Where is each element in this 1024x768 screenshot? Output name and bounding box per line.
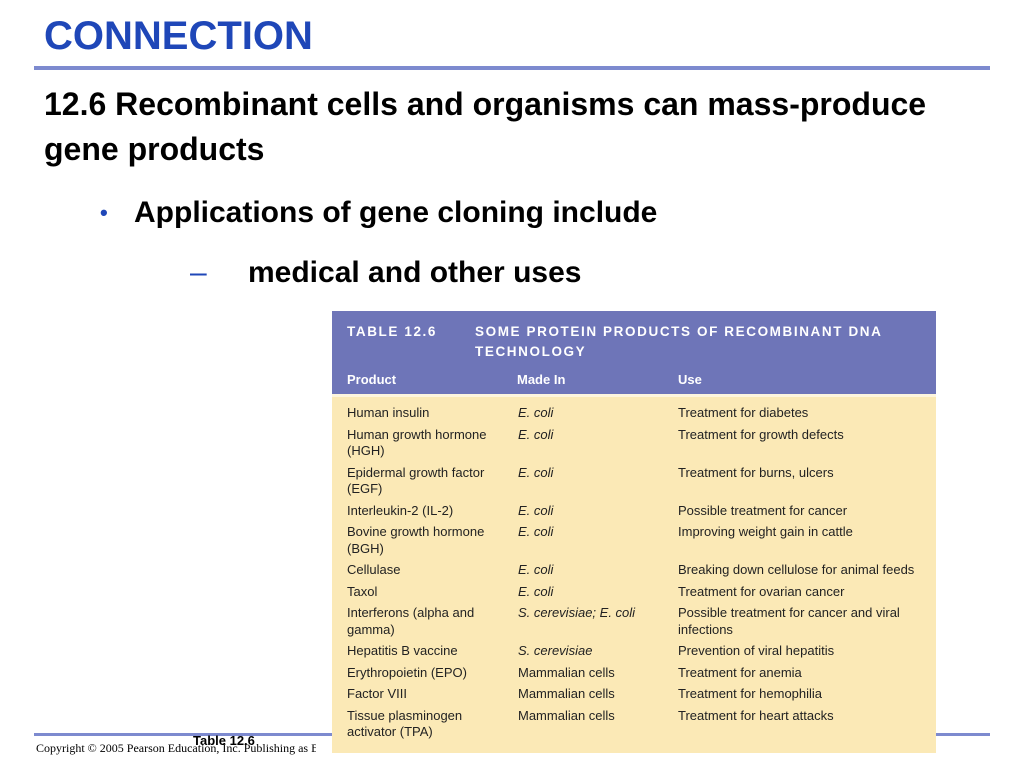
use-cell: Possible treatment for cancer and viral … — [678, 605, 900, 637]
table-row: Epidermal growth factor (EGF) E. coli Trea… — [332, 465, 936, 498]
made-in-cell: E. coli — [518, 524, 554, 539]
product-cell: Human insulin — [347, 405, 430, 420]
product-cell: Interferons (alpha and gamma) — [347, 605, 475, 637]
table-row: Taxol E. coli Treatment for ovarian cancer — [332, 584, 936, 601]
made-in-cell: Mammalian cells — [518, 664, 615, 680]
use-cell: Treatment for ovarian cancer — [678, 583, 845, 599]
product-cell: Bovine growth hormone (BGH) — [347, 524, 485, 556]
use-cell: Treatment for growth defects — [678, 426, 844, 442]
use-cell: Possible treatment for cancer — [678, 502, 848, 518]
use-cell: Prevention of viral hepatitis — [678, 643, 835, 658]
table-body: Human insulin E. coli Treatment for diabet… — [332, 405, 936, 746]
made-in-cell: E. coli — [518, 583, 554, 599]
bullet-text: Applications of gene cloning include — [134, 196, 658, 229]
use-cell: Breaking down cellulose for animal feeds — [678, 562, 915, 577]
made-in-cell: S. cerevisiae — [518, 643, 593, 658]
made-in-cell: Mammalian cells — [518, 707, 615, 723]
slide-heading: 12.6 Recombinant cells and organisms can… — [44, 86, 927, 167]
made-in-cell: E. coli — [518, 405, 554, 420]
use-cell: Treatment for burns, ulcers — [678, 464, 834, 480]
table-row: Factor VIII Mammalian cells Treatment for … — [332, 686, 936, 703]
copyright-notice: Copyright © 2005 Pearson Education, Inc.… — [36, 741, 316, 755]
made-in-cell: E. coli — [518, 464, 554, 480]
title-divider — [34, 66, 990, 70]
product-cell: Epidermal growth factor (EGF) — [347, 464, 485, 497]
bullet-item: • Applications of gene cloning include — [100, 196, 657, 230]
table-title: SOME PROTEIN PRODUCTS OF RECOMBINANT DNA… — [475, 324, 883, 359]
product-cell: Cellulase — [347, 562, 401, 577]
bullet-marker: • — [100, 200, 108, 225]
made-in-cell: E. coli — [518, 426, 554, 442]
made-in-cell: S. cerevisiae; E. coli — [518, 605, 636, 620]
header-divider — [332, 394, 936, 397]
protein-products-table: TABLE 12.6 SOME PROTEIN PRODUCTS OF RECO… — [332, 311, 936, 753]
product-cell: Hepatitis B vaccine — [347, 643, 458, 658]
product-cell: Erythropoietin (EPO) — [347, 664, 467, 680]
footer-divider-right — [936, 733, 990, 736]
product-cell: Interleukin-2 (IL-2) — [347, 502, 454, 518]
table-row: Erythropoietin (EPO) Mammalian cells Treat… — [332, 665, 936, 682]
use-cell: Treatment for heart attacks — [678, 707, 834, 723]
table-number: TABLE 12.6 — [347, 324, 438, 339]
use-cell: Improving weight gain in cattle — [678, 524, 853, 539]
column-header-use: Use — [678, 372, 702, 387]
slide-title: CONNECTION — [44, 14, 313, 58]
column-header-made-in: Made In — [517, 372, 566, 387]
column-header-product: Product — [347, 372, 397, 387]
table-row: Hepatitis B vaccine S. cerevisiae Preventi… — [332, 643, 936, 660]
dash-marker: – — [190, 256, 207, 289]
table-row: Cellulase E. coli Breaking down cellulose … — [332, 562, 936, 579]
table-row: Human growth hormone (HGH) E. coli Treatme… — [332, 427, 936, 460]
product-cell: Tissue plasminogen activator (TPA) — [347, 707, 463, 740]
use-cell: Treatment for diabetes — [678, 405, 809, 420]
subbullet-text: medical and other uses — [248, 256, 582, 289]
made-in-cell: E. coli — [518, 502, 554, 518]
use-cell: Treatment for hemophilia — [678, 686, 823, 701]
table-header: TABLE 12.6 SOME PROTEIN PRODUCTS OF RECO… — [332, 311, 936, 394]
table-row: Bovine growth hormone (BGH) E. coli Improv… — [332, 524, 936, 557]
made-in-cell: Mammalian cells — [518, 686, 615, 701]
table-row: Human insulin E. coli Treatment for diabet… — [332, 405, 936, 422]
table-label: Table 12.6 — [193, 733, 255, 748]
product-cell: Taxol — [347, 583, 378, 599]
product-cell: Human growth hormone (HGH) — [347, 426, 487, 459]
table-row: Interferons (alpha and gamma) S. cerevisi… — [332, 605, 936, 638]
table-caption: TABLE 12.6 SOME PROTEIN PRODUCTS OF RECO… — [347, 322, 925, 362]
footer-divider-left — [34, 733, 332, 736]
table-row: Interleukin-2 (IL-2) E. coli Possible trea… — [332, 503, 936, 520]
subbullet-item: – medical and other uses — [190, 256, 581, 290]
use-cell: Treatment for anemia — [678, 664, 802, 680]
made-in-cell: E. coli — [518, 562, 554, 577]
product-cell: Factor VIII — [347, 686, 407, 701]
table-row: Tissue plasminogen activator (TPA) Mammal… — [332, 708, 936, 741]
